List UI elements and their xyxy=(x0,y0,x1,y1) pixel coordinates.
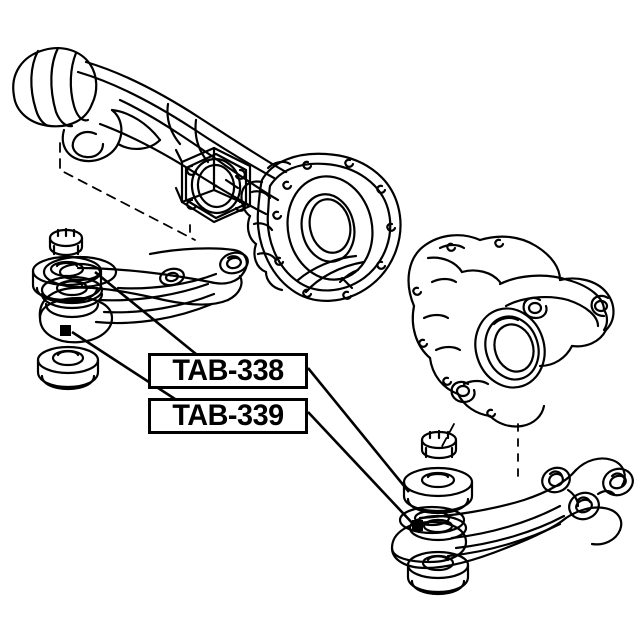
bushing-detached-right xyxy=(406,550,470,596)
part-number-label-tab338[interactable]: TAB-338 xyxy=(148,353,308,389)
assembly-line-right xyxy=(439,423,455,451)
assembly-line-left xyxy=(59,142,196,241)
part-number-text: TAB-338 xyxy=(172,354,284,387)
leader-339-right xyxy=(307,411,417,528)
differential-housing xyxy=(407,234,615,428)
mount-nut-right xyxy=(420,429,458,460)
axle-housing-tube xyxy=(12,46,288,224)
bushing-lower-left xyxy=(40,275,104,319)
bushing-detached-left xyxy=(36,345,100,391)
part-number-label-tab339[interactable]: TAB-339 xyxy=(148,398,308,434)
leader-338-left xyxy=(94,270,197,356)
part-number-text: TAB-339 xyxy=(172,399,284,432)
support-arm-right xyxy=(390,457,634,570)
leader-anchor-right xyxy=(412,520,423,531)
mount-nut-left xyxy=(48,227,84,257)
leader-anchor-left xyxy=(60,325,71,336)
bushing-lower-right xyxy=(408,514,468,542)
differential-carrier-cover xyxy=(240,152,402,302)
bushing-upper-right xyxy=(402,466,474,515)
leader-338-right xyxy=(306,367,411,493)
